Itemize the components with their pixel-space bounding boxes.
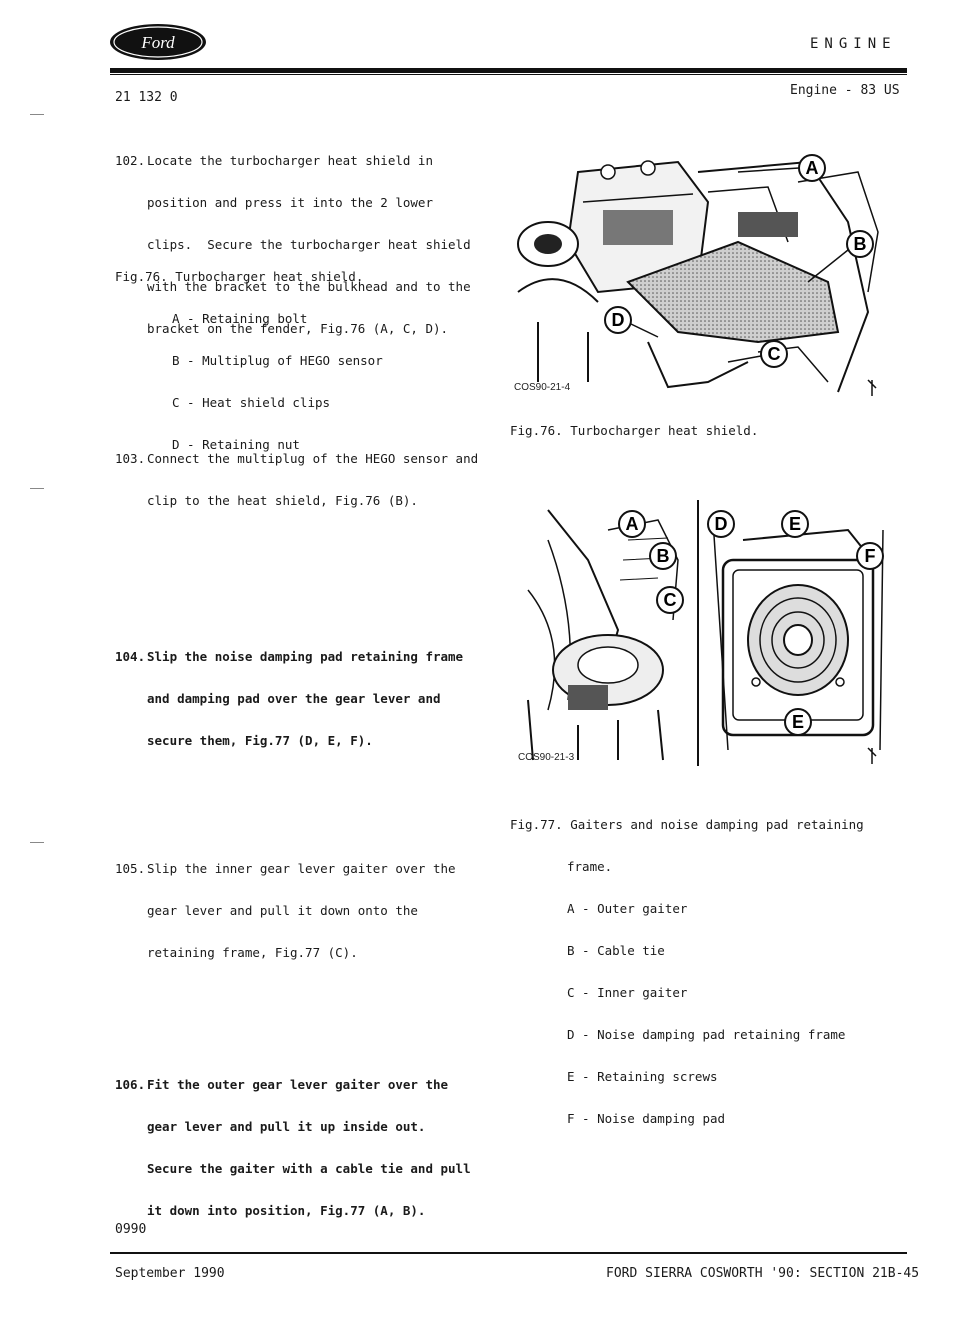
step-102: 102.Locate the turbocharger heat shield … bbox=[115, 126, 471, 350]
fig77-legend-item: D - Noise damping pad retaining frame bbox=[567, 1027, 846, 1042]
section-title: ENGINE bbox=[810, 36, 897, 52]
fig77-legend: Fig.77. Gaiters and noise damping pad re… bbox=[510, 790, 864, 1140]
fig76-caption: Fig.76. Turbocharger heat shield. bbox=[510, 423, 759, 438]
step-line: Fit the outer gear lever gaiter over the bbox=[147, 1077, 449, 1092]
arrow-icon bbox=[867, 747, 877, 764]
fig76-callout: D bbox=[612, 310, 625, 330]
margin-mark bbox=[30, 488, 44, 489]
fig76-legend: Fig.76. Turbocharger heat shield. A - Re… bbox=[115, 242, 383, 466]
fig77-legend-title: Fig.77. Gaiters and noise damping pad re… bbox=[510, 817, 864, 832]
fig76-callout: B bbox=[854, 234, 867, 254]
fig76-callout: A bbox=[806, 158, 819, 178]
page-reference: 21 132 0 bbox=[115, 90, 178, 105]
step-103: 103.Connect the multiplug of the HEGO se… bbox=[115, 424, 478, 522]
step-line: Slip the noise damping pad retaining fra… bbox=[147, 649, 464, 664]
fig76-legend-title: Fig.76. Turbocharger heat shield. bbox=[115, 269, 364, 284]
step-number: 106. bbox=[115, 1077, 146, 1092]
fig77-legend-item: B - Cable tie bbox=[567, 943, 665, 958]
step-line: Secure the gaiter with a cable tie and p… bbox=[147, 1161, 471, 1176]
fig77-callout: F bbox=[865, 546, 876, 566]
step-line: position and press it into the 2 lower bbox=[147, 195, 433, 210]
step-line: Locate the turbocharger heat shield in bbox=[147, 153, 433, 168]
step-line: Connect the multiplug of the HEGO sensor… bbox=[147, 451, 479, 466]
footer-rule bbox=[110, 1252, 907, 1254]
step-number: 103. bbox=[115, 451, 146, 466]
step-number: 102. bbox=[115, 153, 146, 168]
margin-mark bbox=[30, 842, 44, 843]
arrow-icon bbox=[867, 379, 877, 396]
step-line: with the bracket to the bulkhead and to … bbox=[147, 279, 471, 294]
step-line: it down into position, Fig.77 (A, B). bbox=[147, 1203, 426, 1218]
fig77-callout: E bbox=[792, 712, 804, 732]
step-104: 104.Slip the noise damping pad retaining… bbox=[115, 622, 463, 762]
step-line: Slip the inner gear lever gaiter over th… bbox=[147, 861, 456, 876]
fig77-legend-item: E - Retaining screws bbox=[567, 1069, 718, 1084]
fig77-callout: B bbox=[657, 546, 670, 566]
fig76-code: COS90-21-4 bbox=[514, 382, 571, 393]
fig77-callout: E bbox=[789, 514, 801, 534]
fig77-legend-item: A - Outer gaiter bbox=[567, 901, 688, 916]
fig76-illustration: A B C D COS90-21-4 bbox=[508, 132, 888, 400]
step-line: retaining frame, Fig.77 (C). bbox=[147, 945, 358, 960]
fig77-illustration: A B C D E F E COS90-21-3 bbox=[508, 500, 888, 766]
fig77-legend-item: F - Noise damping pad bbox=[567, 1111, 726, 1126]
step-line: gear lever and pull it up inside out. bbox=[147, 1119, 426, 1134]
step-105: 105.Slip the inner gear lever gaiter ove… bbox=[115, 834, 456, 974]
header-rule-thin bbox=[110, 74, 907, 75]
fig76-legend-item: C - Heat shield clips bbox=[172, 395, 331, 410]
revision-code: 0990 bbox=[115, 1222, 147, 1237]
header-rule bbox=[110, 68, 907, 73]
fig77-code: COS90-21-3 bbox=[518, 752, 575, 763]
step-line: secure them, Fig.77 (D, E, F). bbox=[147, 733, 373, 748]
margin-mark bbox=[30, 114, 44, 115]
ford-logo: Ford bbox=[110, 24, 206, 60]
fig77-callout: A bbox=[626, 514, 639, 534]
step-line: and damping pad over the gear lever and bbox=[147, 691, 441, 706]
step-106: 106.Fit the outer gear lever gaiter over… bbox=[115, 1050, 471, 1232]
step-line: gear lever and pull it down onto the bbox=[147, 903, 418, 918]
engine-variant: Engine - 83 US bbox=[790, 83, 900, 98]
fig77-legend-title-cont: frame. bbox=[567, 859, 613, 874]
fig77-callout: C bbox=[664, 590, 677, 610]
step-number: 105. bbox=[115, 861, 146, 876]
fig76-callout: C bbox=[768, 344, 781, 364]
fig76-legend-item: B - Multiplug of HEGO sensor bbox=[172, 353, 383, 368]
fig76-legend-item: D - Retaining nut bbox=[172, 437, 300, 452]
footer-title: FORD SIERRA COSWORTH '90: SECTION 21B-45 bbox=[606, 1266, 920, 1281]
step-line: clip to the heat shield, Fig.76 (B). bbox=[147, 493, 418, 508]
step-line: clips. Secure the turbocharger heat shie… bbox=[147, 237, 471, 252]
ford-logo-text: Ford bbox=[140, 33, 175, 52]
fig77-callout: D bbox=[715, 514, 728, 534]
footer-date: September 1990 bbox=[115, 1266, 225, 1281]
step-line: bracket on the fender, Fig.76 (A, C, D). bbox=[147, 321, 449, 336]
fig77-legend-item: C - Inner gaiter bbox=[567, 985, 688, 1000]
step-number: 104. bbox=[115, 649, 146, 664]
fig76-legend-item: A - Retaining bolt bbox=[172, 311, 308, 326]
